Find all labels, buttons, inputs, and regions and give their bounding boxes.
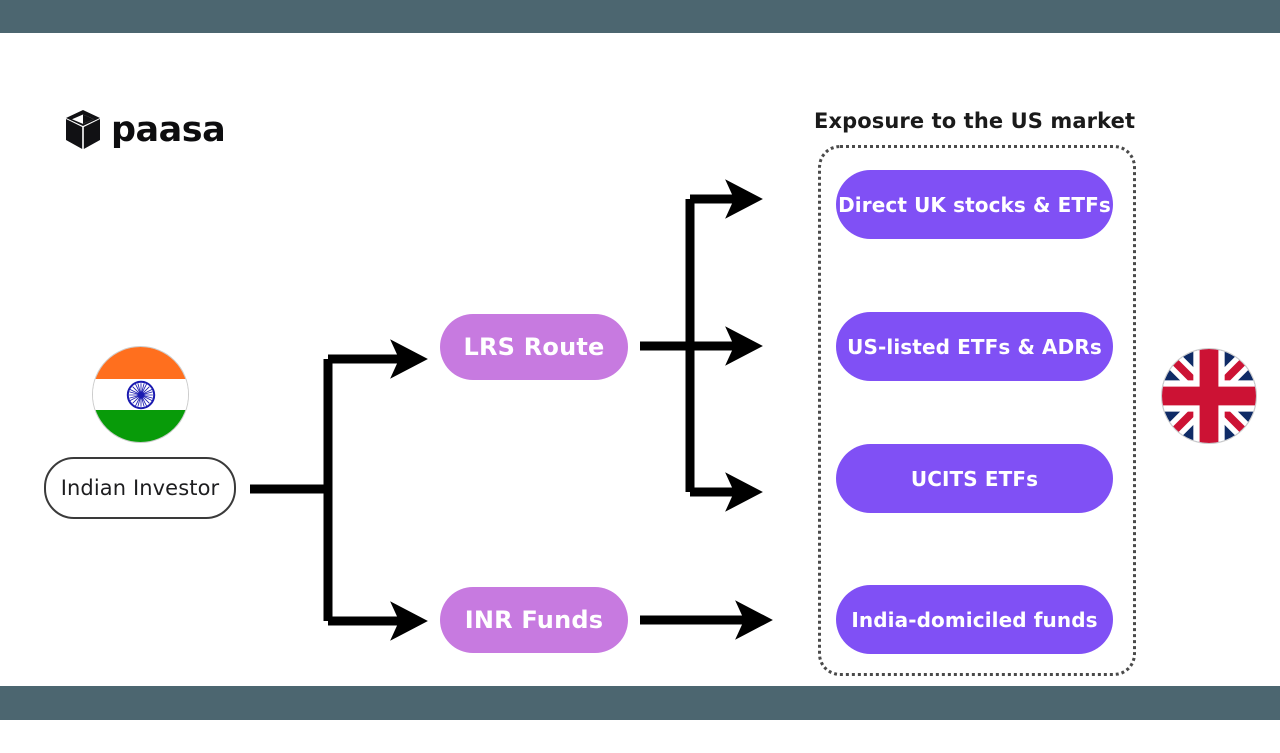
exposure-item-label: India-domiciled funds xyxy=(851,607,1098,632)
exposure-item-us-listed[interactable]: US-listed ETFs & ADRs xyxy=(836,312,1113,381)
flag-band-saffron xyxy=(93,347,188,379)
flag-band-green xyxy=(93,410,188,442)
exposure-group-panel xyxy=(818,145,1136,676)
route-node-label: LRS Route xyxy=(463,333,605,361)
brand-logo: paasa xyxy=(64,109,226,151)
source-node-indian-investor[interactable]: Indian Investor xyxy=(44,457,236,519)
bottom-letterbox-band xyxy=(0,686,1280,720)
uk-flag-icon xyxy=(1162,349,1256,443)
ashoka-chakra-icon xyxy=(126,380,155,409)
exposure-item-direct-uk[interactable]: Direct UK stocks & ETFs xyxy=(836,170,1113,239)
exposure-item-label: US-listed ETFs & ADRs xyxy=(847,334,1102,359)
brand-wordmark: paasa xyxy=(111,109,226,150)
route-node-inr[interactable]: INR Funds xyxy=(440,587,628,653)
route-node-lrs[interactable]: LRS Route xyxy=(440,314,628,380)
diagram-canvas: paasa xyxy=(0,33,1280,686)
top-letterbox-band xyxy=(0,0,1280,33)
exposure-item-ucits[interactable]: UCITS ETFs xyxy=(836,444,1113,513)
india-flag-icon xyxy=(93,347,188,442)
exposure-item-label: Direct UK stocks & ETFs xyxy=(838,192,1111,217)
exposure-item-label: UCITS ETFs xyxy=(910,466,1039,491)
cube-icon xyxy=(64,109,102,151)
source-node-label: Indian Investor xyxy=(60,476,220,500)
route-node-label: INR Funds xyxy=(464,606,604,634)
exposure-group-title: Exposure to the US market xyxy=(814,109,1136,133)
exposure-item-india-domiciled[interactable]: India-domiciled funds xyxy=(836,585,1113,654)
